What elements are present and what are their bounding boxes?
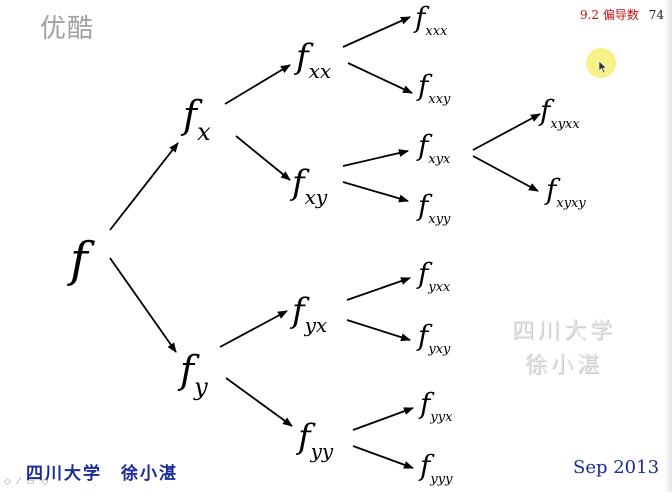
edge-f-fx: [109, 142, 179, 231]
edge-fxyx-fxyxx: [472, 113, 541, 151]
node-fxxy: fxxy: [418, 70, 450, 116]
node-base: f: [292, 163, 305, 203]
edge-fxy-fxyx: [342, 149, 409, 167]
footer-author: 四川大学 徐小湛: [26, 464, 178, 484]
node-base: f: [183, 93, 198, 137]
node-fxyxx: fxyxx: [540, 95, 580, 141]
edge-fxy-fxyy: [342, 181, 409, 203]
node-subscript: yyx: [430, 410, 453, 425]
node-base: f: [292, 291, 305, 331]
node-subscript: xyxx: [550, 117, 580, 132]
node-subscript: xyxy: [556, 196, 586, 211]
watermark-line-1: 四川大学: [512, 319, 617, 344]
edge-fy-fyx: [219, 310, 288, 348]
node-subscript: xxy: [428, 92, 451, 107]
node-base: f: [415, 1, 426, 34]
node-base: f: [418, 257, 429, 290]
node-fxxx: fxxx: [415, 2, 447, 48]
node-subscript: xyx: [428, 152, 451, 167]
watermark-line-2: 徐小湛: [525, 353, 604, 378]
node-base: f: [418, 319, 429, 352]
section-header: 9.2 偏导数 74: [580, 6, 664, 23]
node-base: f: [296, 37, 309, 77]
footer-date: Sep 2013: [573, 457, 660, 478]
edge-fxx-fxxy: [347, 62, 413, 94]
node-fyyy: fyyy: [420, 450, 452, 496]
node-fxyxy: fxyxy: [546, 174, 586, 220]
edge-fx-fxx: [224, 64, 291, 105]
edge-f-fy: [109, 257, 177, 353]
node-fxyx: fxyx: [418, 130, 450, 176]
node-fxx: fxx: [296, 38, 331, 90]
node-fxy: fxy: [292, 164, 327, 216]
mouse-pointer-icon: [598, 60, 608, 74]
edge-fyy-fyyy: [352, 445, 414, 469]
window-edge: [664, 0, 672, 492]
node-fxyy: fxyy: [418, 190, 450, 236]
node-base: f: [418, 129, 429, 162]
edge-fyx-fyxy: [346, 319, 411, 342]
edge-fxx-fxxx: [342, 16, 411, 48]
node-base: f: [420, 449, 431, 482]
node-subscript: xy: [304, 185, 328, 209]
node-subscript: yyy: [430, 472, 453, 487]
youku-watermark: 优酷: [40, 14, 95, 44]
edge-fy-fyy: [225, 377, 293, 427]
node-f: f: [70, 236, 88, 284]
node-fy: fy: [180, 350, 208, 407]
node-base: f: [180, 348, 195, 392]
node-subscript: x: [197, 118, 211, 146]
node-subscript: xx: [308, 59, 332, 83]
edge-fyy-fyyx: [352, 407, 414, 431]
node-base: f: [298, 417, 311, 457]
section-title: 9.2 偏导数: [579, 8, 639, 22]
node-base: f: [418, 69, 429, 102]
node-fyyx: fyyx: [420, 388, 452, 434]
edge-fxyx-fxyxy: [472, 155, 539, 192]
player-controls[interactable]: ◇ ⁄ ▭ ◇: [4, 477, 51, 487]
node-base: f: [418, 189, 429, 222]
node-subscript: yxy: [428, 342, 451, 357]
node-subscript: yxx: [428, 280, 451, 295]
node-fyxy: fyxy: [418, 320, 450, 366]
node-base: f: [420, 387, 431, 420]
node-fyx: fyx: [292, 292, 327, 344]
node-base: f: [546, 173, 557, 206]
node-subscript: xxx: [425, 24, 448, 39]
node-subscript: yx: [304, 313, 328, 337]
node-base: f: [540, 94, 551, 127]
node-fx: fx: [183, 95, 211, 152]
node-base: f: [70, 232, 88, 288]
page-number: 74: [648, 8, 664, 22]
node-subscript: yy: [310, 439, 334, 463]
edge-fx-fxy: [235, 135, 291, 181]
edge-fyx-fyxx: [346, 277, 411, 301]
node-fyxx: fyxx: [418, 258, 450, 304]
school-watermark: 四川大学 徐小湛: [512, 315, 616, 383]
node-subscript: y: [194, 373, 208, 401]
node-subscript: xyy: [428, 212, 451, 227]
node-fyy: fyy: [298, 418, 333, 470]
